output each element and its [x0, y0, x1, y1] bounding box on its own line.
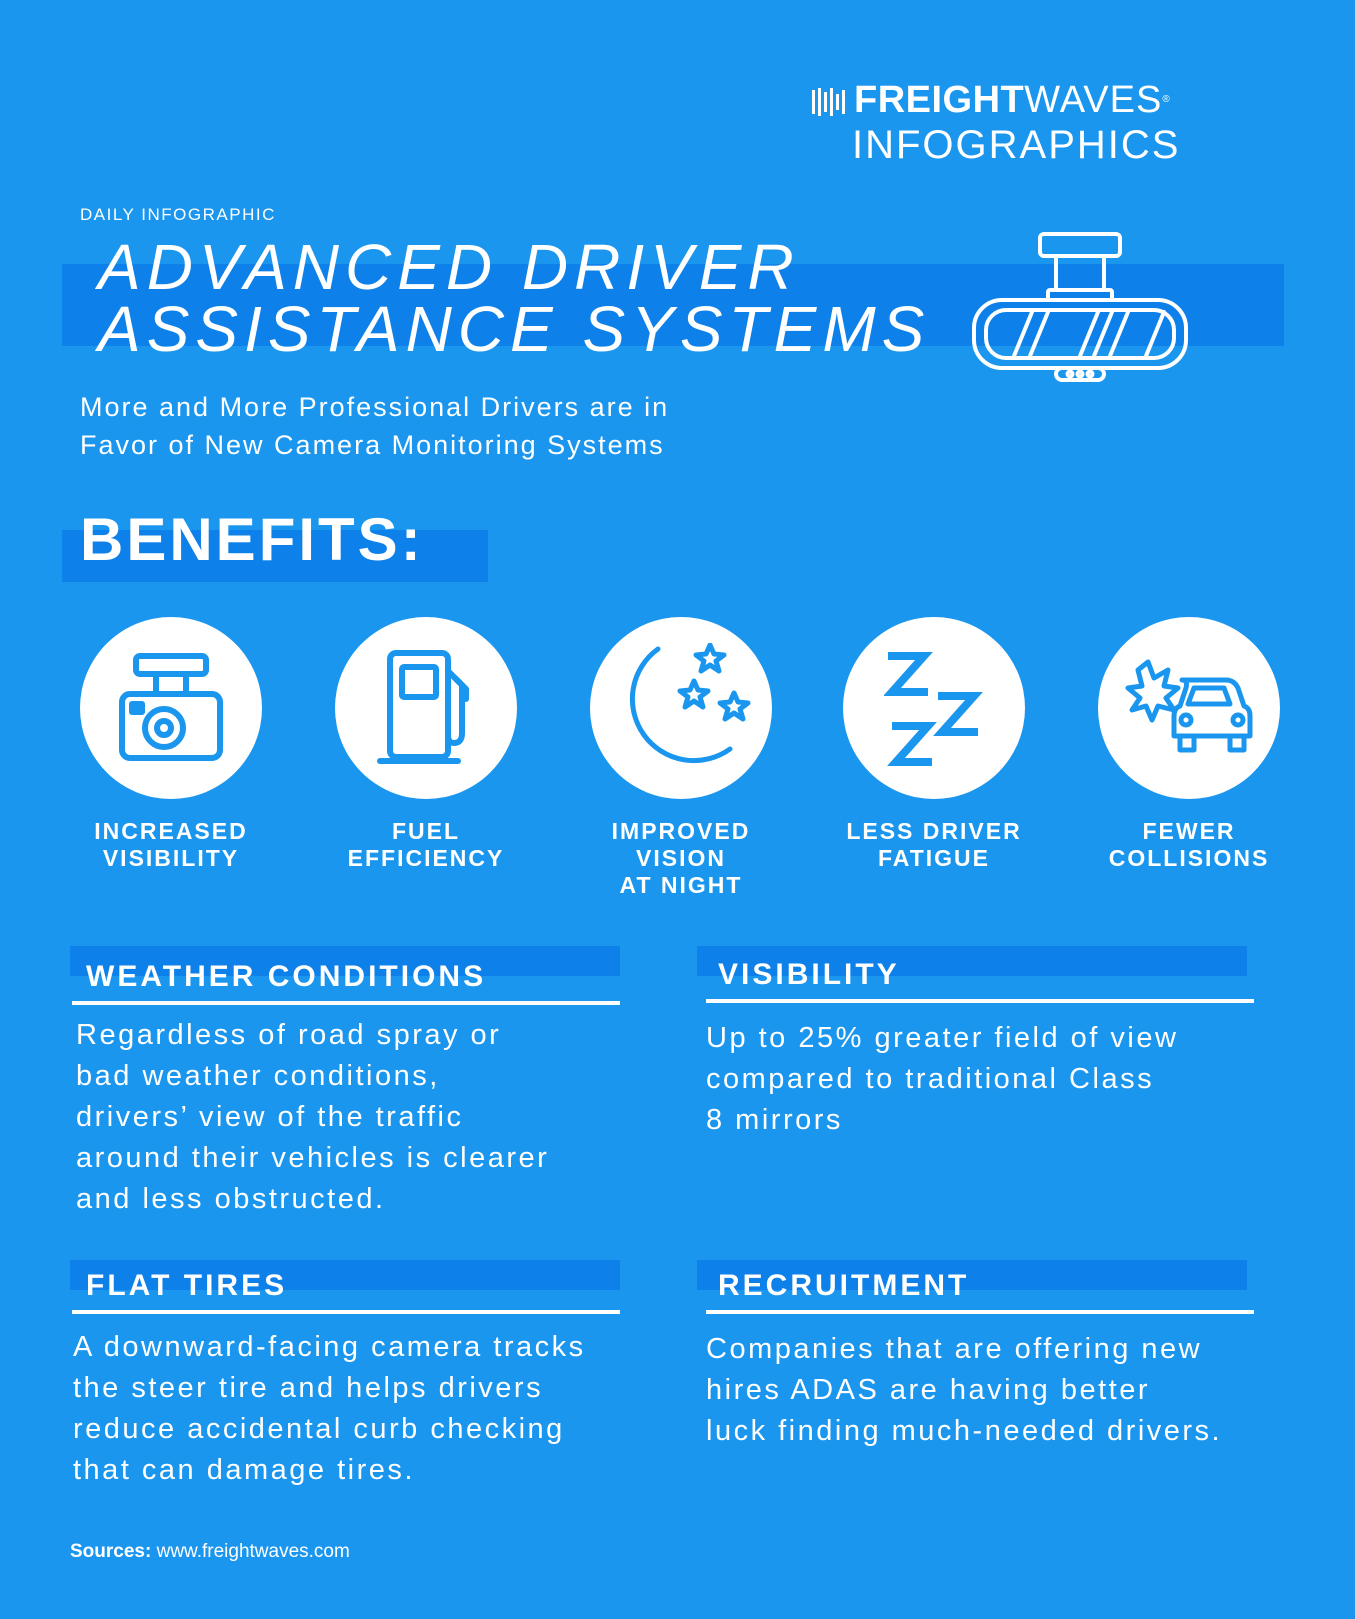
section-band: [697, 946, 1247, 976]
title-line-1: ADVANCED DRIVER: [98, 231, 800, 303]
section-divider: [72, 1001, 620, 1005]
benefits-heading: BENEFITS:: [80, 506, 424, 573]
sources-link[interactable]: www.freightwaves.com: [156, 1541, 350, 1562]
sources-label: Sources:: [70, 1541, 152, 1562]
subtitle: More and More Professional Drivers are i…: [80, 388, 800, 464]
section-divider: [72, 1310, 620, 1314]
section-heading-recruitment: RECRUITMENT: [718, 1269, 970, 1302]
title-highlight-band: [62, 264, 1284, 346]
benefit-label-night-vision: IMPROVED VISION AT NIGHT: [611, 818, 751, 898]
subtitle-line-2: Favor of New Camera Monitoring Systems: [80, 430, 665, 460]
brand-subtitle: INFOGRAPHICS: [852, 123, 1181, 167]
benefit-label-visibility: INCREASED VISIBILITY: [94, 818, 248, 871]
trademark-symbol: ®: [1162, 94, 1171, 105]
brand-mark-icon: [812, 88, 845, 116]
section-body-visibility: Up to 25% greater field of view compared…: [706, 1022, 1179, 1136]
benefit-icon-circle: [335, 617, 517, 799]
sources-footer: Sources: www.freightwaves.com: [70, 1540, 350, 1564]
benefit-label-collisions: FEWER COLLISIONS: [1108, 818, 1270, 871]
brand-logo: FREIGHTWAVES® INFOGRAPHICS: [812, 78, 1332, 168]
subtitle-line-1: More and More Professional Drivers are i…: [80, 392, 670, 422]
benefit-label-fuel: FUEL EFFICIENCY: [347, 818, 505, 871]
benefit-label-fatigue: LESS DRIVER FATIGUE: [846, 818, 1022, 871]
car-collision-icon: [1125, 659, 1253, 753]
section-divider: [706, 1310, 1254, 1314]
brand-name-light: WAVES: [1024, 79, 1163, 121]
dash-camera-icon: [119, 653, 223, 761]
benefit-icon-circle: [843, 617, 1025, 799]
kicker-label: DAILY INFOGRAPHIC: [80, 205, 276, 224]
title-line-2: ASSISTANCE SYSTEMS: [98, 293, 931, 365]
sleep-zzz-icon: [884, 652, 983, 766]
benefits-highlight-band: [62, 530, 488, 582]
benefit-icon-circle: [590, 617, 772, 799]
benefit-icon-circle: [80, 617, 262, 799]
section-divider: [706, 999, 1254, 1003]
section-heading-weather: WEATHER CONDITIONS: [86, 960, 487, 993]
section-body-recruitment: Companies that are offering new hires AD…: [706, 1333, 1223, 1447]
benefit-icon-circle: [1098, 617, 1280, 799]
section-band: [70, 946, 620, 976]
moon-stars-icon: [629, 643, 751, 764]
section-band: [697, 1260, 1247, 1290]
rearview-mirror-icon: [972, 232, 1188, 382]
brand-name-bold: FREIGHT: [854, 79, 1025, 121]
section-body-weather: Regardless of road spray or bad weather …: [76, 1019, 550, 1215]
section-heading-flat-tires: FLAT TIRES: [86, 1269, 288, 1302]
fuel-pump-icon: [377, 650, 469, 764]
section-body-flat-tires: A downward-facing camera tracks the stee…: [73, 1331, 586, 1486]
section-band: [70, 1260, 620, 1290]
page-title: ADVANCED DRIVER ASSISTANCE SYSTEMS: [98, 231, 931, 365]
brand-name: FREIGHTWAVES®: [854, 78, 1170, 122]
section-heading-visibility: VISIBILITY: [718, 958, 900, 991]
